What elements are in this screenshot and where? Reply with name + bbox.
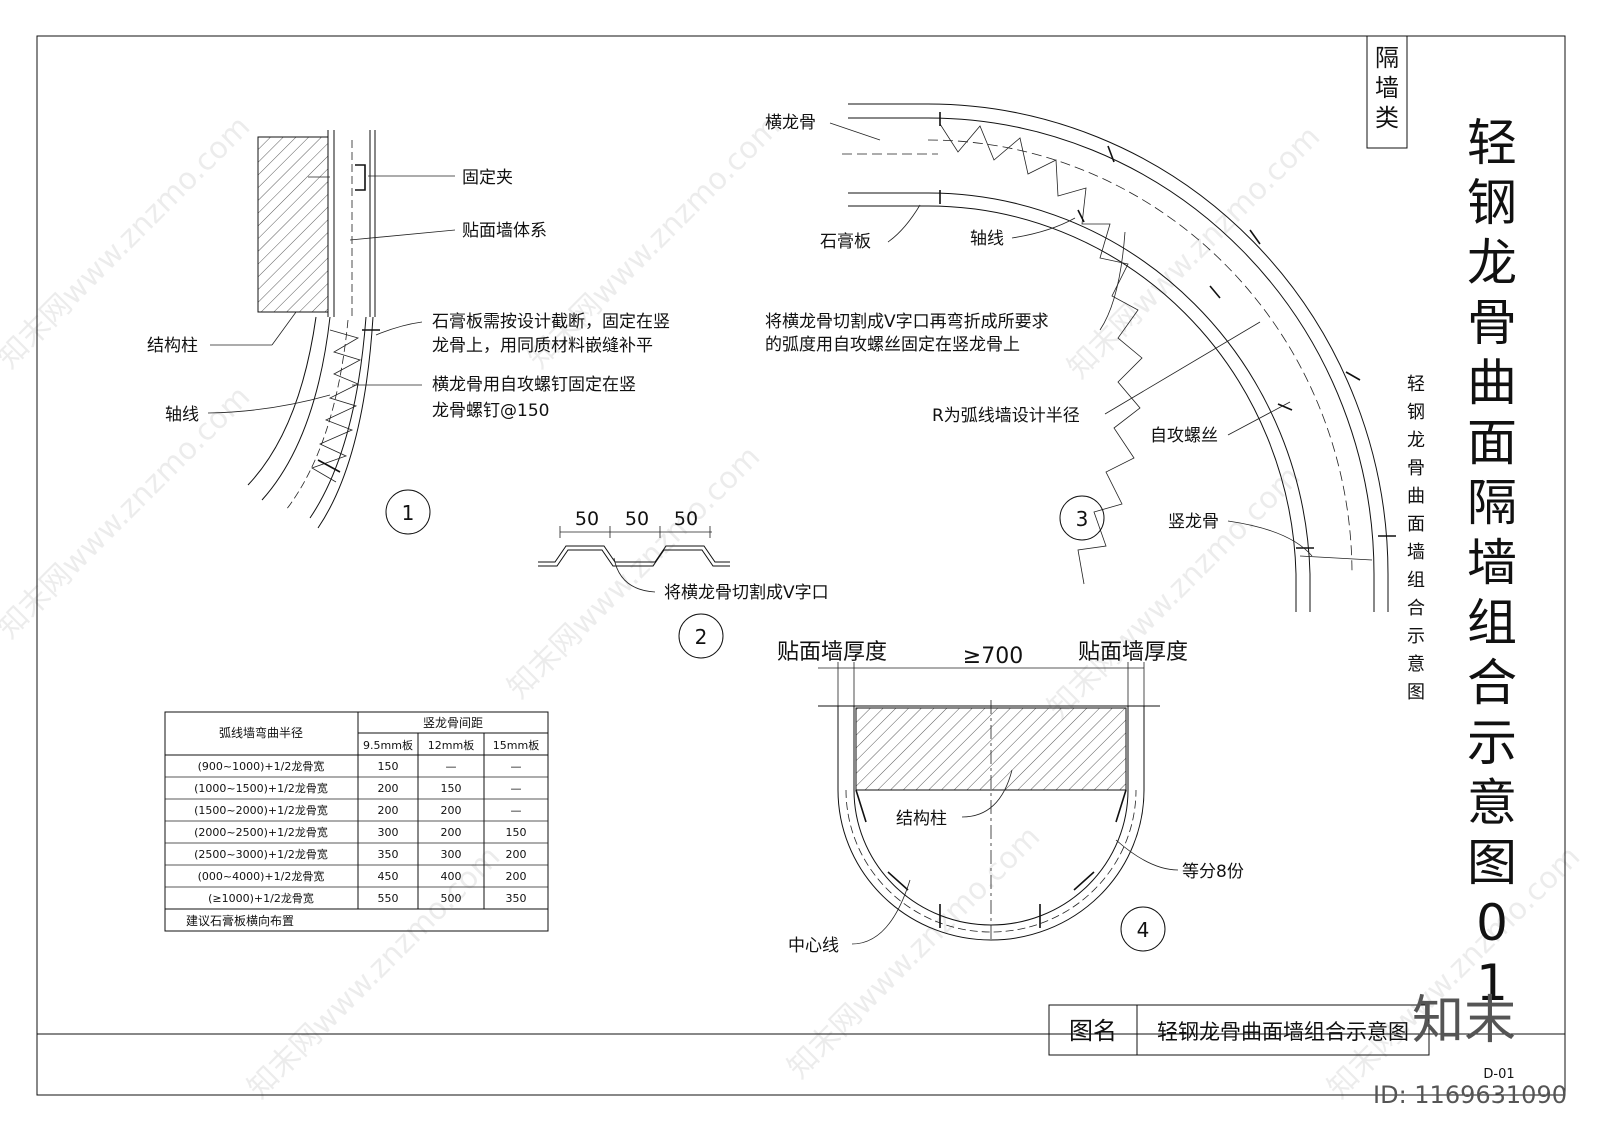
spacing-table: 弧线墙弯曲半径 竖龙骨间距 9.5mm板 12mm板 15mm板 (900~10… [164, 711, 549, 932]
sheet-code: D-01 [1483, 1067, 1514, 1082]
table-cell-spacing: 200 [506, 848, 527, 861]
detail-number: 3 [1076, 507, 1089, 531]
dim-right-label: 贴面墙厚度 [1078, 640, 1188, 665]
label-column: 结构柱 [147, 336, 198, 356]
footer-id: ID: 1169631090 [1373, 1081, 1567, 1109]
label-track: 横龙骨 [765, 113, 816, 133]
watermark-text: 知末网www.znzmo.com [1041, 459, 1307, 725]
label-radius: R为弧线墙设计半径 [932, 406, 1080, 426]
detail-4: 贴面墙厚度 ≥700 贴面墙厚度 结构柱 等分8份 中心线 4 [777, 640, 1244, 956]
detail-2: 50 50 50 将横龙骨切割成V字口 2 [538, 508, 829, 659]
table-cell-spacing: — [511, 804, 522, 817]
table-cell-spacing: 200 [506, 870, 527, 883]
label-clip: 固定夹 [462, 168, 513, 188]
label-axis: 轴线 [165, 405, 199, 425]
table-cell-spacing: 200 [441, 804, 462, 817]
watermark-text: 知末网www.znzmo.com [0, 379, 257, 645]
table-cell-radius: (000~4000)+1/2龙骨宽 [198, 869, 325, 883]
footer-logo: 知末 [1412, 991, 1516, 1051]
detail-3: 横龙骨 石膏板 轴线 将横龙骨切割成V字口再弯折成所要求 的弧度用自攻螺丝固定在… [765, 103, 1396, 612]
title-block-value: 轻钢龙骨曲面墙组合示意图 [1157, 1020, 1409, 1044]
table-cell-spacing: 400 [441, 870, 462, 883]
table-col1-header: 弧线墙弯曲半径 [219, 725, 303, 740]
label-screw-note-1: 横龙骨用自攻螺钉固定在竖 [432, 375, 636, 395]
outer-frame [36, 35, 1566, 1096]
table-cell-radius: (≥1000)+1/2龙骨宽 [208, 891, 314, 905]
table-cell-spacing: 150 [378, 760, 399, 773]
watermark-text: 知末网www.znzmo.com [501, 439, 767, 705]
dimension-50: 50 [575, 508, 599, 530]
label-note-1: 将横龙骨切割成V字口再弯折成所要求 [765, 312, 1049, 332]
category-label: 隔墙类 [1375, 44, 1399, 132]
table-cell-spacing: 150 [441, 782, 462, 795]
dimension-50: 50 [674, 508, 698, 530]
label-gypsum-note-1: 石膏板需按设计截断，固定在竖 [432, 311, 670, 332]
watermark-text: 知末网www.znzmo.com [1061, 119, 1327, 385]
detail-number-circle [385, 489, 431, 535]
table-cell-spacing: 200 [378, 804, 399, 817]
table-cell-spacing: — [446, 760, 457, 773]
table-sub-header: 15mm板 [493, 738, 539, 752]
table-cell-spacing: — [511, 782, 522, 795]
label-screw-note-2: 龙骨螺钉@150 [432, 401, 549, 421]
table-cell-radius: (1000~1500)+1/2龙骨宽 [194, 781, 328, 795]
title-block: 图名 轻钢龙骨曲面墙组合示意图 [1048, 1004, 1430, 1056]
table-rows: (900~1000)+1/2龙骨宽 150 — — (1000~1500)+1/2龙骨宽… [194, 759, 526, 905]
table-cell-radius: (2500~3000)+1/2龙骨宽 [194, 847, 328, 861]
label-screw: 自攻螺丝 [1150, 426, 1218, 446]
dim-mid-label: ≥700 [963, 644, 1023, 669]
detail-number: 1 [402, 501, 415, 525]
table-cell-spacing: 550 [378, 892, 399, 905]
label-column: 结构柱 [896, 809, 947, 829]
watermark-layer: 知末网www.znzmo.com 知末网www.znzmo.com 知末网www… [0, 109, 1587, 1105]
label-veneer-system: 贴面墙体系 [462, 221, 547, 241]
table-footnote: 建议石膏板横向布置 [186, 913, 294, 928]
label-stud: 竖龙骨 [1168, 512, 1219, 532]
label-gypsum: 石膏板 [820, 231, 871, 252]
table-cell-spacing: — [511, 760, 522, 773]
table-sub-header: 9.5mm板 [363, 738, 413, 752]
table-group-header: 竖龙骨间距 [423, 716, 483, 730]
category-box [1366, 35, 1408, 149]
detail-1: 1 固定夹 贴面墙体系 结构柱 轴线 石膏板需按设计截断，固定在竖 龙骨上，用同… [147, 130, 670, 535]
structural-column [257, 136, 329, 313]
table-cell-spacing: 500 [441, 892, 462, 905]
label-gypsum-note-2: 龙骨上，用同质材料嵌缝补平 [432, 336, 653, 356]
label-centerline: 中心线 [788, 936, 839, 956]
dim-left-label: 贴面墙厚度 [777, 640, 887, 665]
side-subtitle: 轻钢龙骨曲面墙组合示意图 [1407, 374, 1425, 703]
table-cell-radius: (1500~2000)+1/2龙骨宽 [194, 803, 328, 817]
table-cell-spacing: 300 [441, 848, 462, 861]
label-divide: 等分8份 [1182, 862, 1244, 882]
table-sub-header: 12mm板 [428, 738, 474, 752]
watermark-text: 知末网www.znzmo.com [0, 109, 257, 375]
label-cut-v: 将横龙骨切割成V字口 [664, 583, 829, 603]
fixing-clip [355, 164, 366, 191]
table-cell-spacing: 300 [378, 826, 399, 839]
table-cell-radius: (900~1000)+1/2龙骨宽 [198, 759, 325, 773]
label-note-2: 的弧度用自攻螺丝固定在竖龙骨上 [765, 335, 1020, 355]
detail-number: 2 [695, 625, 708, 649]
title-block-label: 图名 [1069, 1017, 1117, 1045]
watermark-text: 知末网www.znzmo.com [1321, 839, 1587, 1105]
table-cell-spacing: 150 [506, 826, 527, 839]
table-cell-radius: (2000~2500)+1/2龙骨宽 [194, 825, 328, 839]
detail-number: 4 [1137, 918, 1150, 942]
label-axis: 轴线 [970, 229, 1004, 249]
table-cell-spacing: 450 [378, 870, 399, 883]
dimension-50: 50 [625, 508, 649, 530]
table-cell-spacing: 200 [378, 782, 399, 795]
table-cell-spacing: 200 [441, 826, 462, 839]
table-cell-spacing: 350 [506, 892, 527, 905]
table-cell-spacing: 350 [378, 848, 399, 861]
